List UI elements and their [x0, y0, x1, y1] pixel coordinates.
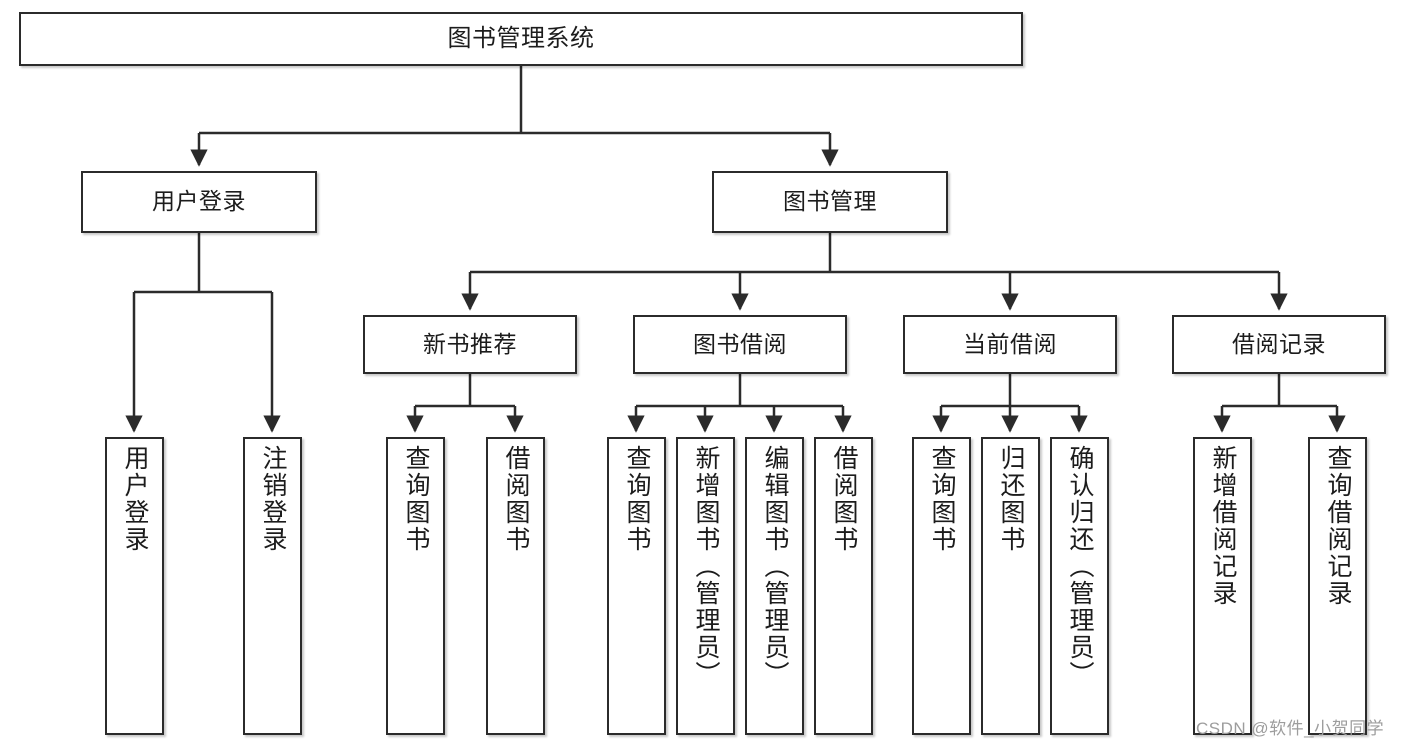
- node-label: 借阅图书: [502, 445, 530, 553]
- node-label: 用户登录: [152, 188, 246, 215]
- node-new-book-recommendation[interactable]: 新书推荐: [363, 315, 577, 374]
- node-label: 注销登录: [259, 445, 287, 553]
- leaf-borrow-record-query-record[interactable]: 查询借阅记录: [1308, 437, 1367, 735]
- node-label: 编辑图书（管理员）: [761, 445, 789, 688]
- leaf-book-borrow-add-book-admin[interactable]: 新增图书（管理员）: [676, 437, 735, 735]
- node-label: 归还图书: [997, 445, 1025, 553]
- leaf-book-borrow-borrow-books[interactable]: 借阅图书: [814, 437, 873, 735]
- node-book-borrowing[interactable]: 图书借阅: [633, 315, 847, 374]
- node-label: 图书管理系统: [447, 24, 595, 52]
- csdn-watermark: CSDN @软件_小贺同学: [1196, 719, 1385, 738]
- leaf-user-login-login[interactable]: 用户登录: [105, 437, 164, 735]
- node-label: 新增借阅记录: [1209, 445, 1237, 607]
- node-label: 借阅记录: [1232, 330, 1326, 357]
- node-label: 用户登录: [121, 445, 149, 553]
- leaf-current-borrow-return-books[interactable]: 归还图书: [981, 437, 1040, 735]
- node-book-management[interactable]: 图书管理: [712, 171, 948, 233]
- node-label: 借阅图书: [830, 445, 858, 553]
- node-label: 图书借阅: [693, 330, 787, 357]
- leaf-book-borrow-query-books[interactable]: 查询图书: [607, 437, 666, 735]
- leaf-borrow-record-add-record[interactable]: 新增借阅记录: [1193, 437, 1252, 735]
- node-book-management-system[interactable]: 图书管理系统: [19, 12, 1023, 66]
- node-label: 图书管理: [783, 188, 877, 215]
- node-label: 查询图书: [928, 445, 956, 553]
- leaf-current-borrow-query-books[interactable]: 查询图书: [912, 437, 971, 735]
- leaf-book-borrow-edit-book-admin[interactable]: 编辑图书（管理员）: [745, 437, 804, 735]
- node-user-login[interactable]: 用户登录: [81, 171, 317, 233]
- node-borrowing-record[interactable]: 借阅记录: [1172, 315, 1386, 374]
- node-label: 查询图书: [402, 445, 430, 553]
- leaf-new-book-query-books[interactable]: 查询图书: [386, 437, 445, 735]
- node-label: 查询借阅记录: [1324, 445, 1352, 607]
- node-label: 新书推荐: [423, 330, 517, 357]
- node-label: 确认归还（管理员）: [1066, 445, 1094, 688]
- node-label: 查询图书: [623, 445, 651, 553]
- leaf-user-login-logout[interactable]: 注销登录: [243, 437, 302, 735]
- node-current-borrowing[interactable]: 当前借阅: [903, 315, 1117, 374]
- leaf-current-borrow-confirm-return-admin[interactable]: 确认归还（管理员）: [1050, 437, 1109, 735]
- node-label: 当前借阅: [963, 330, 1057, 357]
- node-label: 新增图书（管理员）: [692, 445, 720, 688]
- leaf-new-book-borrow-books[interactable]: 借阅图书: [486, 437, 545, 735]
